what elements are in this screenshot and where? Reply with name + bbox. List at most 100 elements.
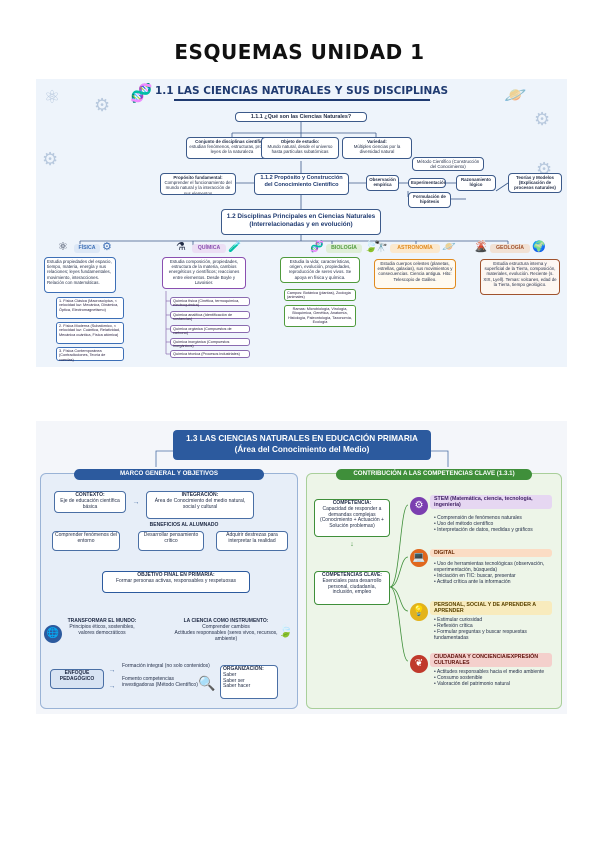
beneficios-label: BENEFICIOS AL ALUMNADO xyxy=(149,522,219,528)
beneficio-3: Adquirir destrezas para interpretar la r… xyxy=(216,531,288,551)
biologia-header: BIOLOGÍA xyxy=(326,244,362,253)
instrumento-block: LA CIENCIA COMO INSTRUMENTO: Comprender … xyxy=(172,618,280,643)
teorias-box: Teorías y Modelos (Explicación de proces… xyxy=(508,173,562,193)
organizacion-item-2: Saber ser xyxy=(223,677,245,684)
diagram2-title-line2: (Área del Conocimiento del Medio) xyxy=(234,444,370,454)
planet-icon: 🪐 xyxy=(504,85,527,105)
observacion-box: Observación empírica xyxy=(366,175,399,191)
marco-general-header: MARCO GENERAL Y OBJETIVOS xyxy=(74,469,264,480)
gear-icon: ⚙ xyxy=(42,149,59,169)
fisica-desc: Estudia propiedades del espacio, tiempo,… xyxy=(44,257,116,293)
list-item: Reflexión crítica xyxy=(434,623,558,629)
diagram2-title-line1: 1.3 LAS CIENCIAS NATURALES EN EDUCACIÓN … xyxy=(186,434,418,443)
proposito-text: Comprender el funcionamiento del mundo n… xyxy=(164,180,232,195)
list-item: Estimular curiosidad xyxy=(434,617,558,623)
leaf-icon: 🍃 xyxy=(278,624,293,638)
planet-icon: 🪐 xyxy=(442,241,456,253)
magnifier-icon: 🔍 xyxy=(198,675,216,691)
laptop-icon: 💻 xyxy=(410,549,428,567)
conjunto-label: Conjunto de disciplinas científicas: xyxy=(195,139,269,144)
list-item: Formular preguntas y buscar respuestas f… xyxy=(434,629,558,641)
objetivo-label: OBJETIVO FINAL EN PRIMARIA: xyxy=(137,572,215,578)
contexto-label: CONTEXTO: xyxy=(75,492,105,498)
arrow-down-icon: ↓ xyxy=(350,541,354,548)
organizacion-label: ORGANIZACIÓN: xyxy=(223,666,264,672)
quimica-sub-3: Química orgánica (Compuestos de carbono) xyxy=(170,325,250,335)
list-item: Interpretación de datos, medidas y gráfi… xyxy=(434,527,558,533)
competencia-label: COMPETENCIA: xyxy=(332,500,372,506)
astronomia-header: ASTRONOMÍA xyxy=(390,244,440,253)
quimica-sub-2: Química analítica (Identificación de sus… xyxy=(170,311,250,321)
proposito-construccion-box: 1.1.2 Propósito y Construcción del Conoc… xyxy=(254,173,349,195)
astronomia-desc: Estudia cuerpos celestes (planetas, estr… xyxy=(374,259,456,289)
geologia-desc: Estudia estructura interna y superficial… xyxy=(480,259,560,295)
digital-list: Uso de herramientas tecnológicas (observ… xyxy=(434,561,558,585)
stem-list: Comprensión de fenómenos naturales Uso d… xyxy=(434,515,558,533)
objeto-box: Objeto de estudio: Mundo natural, desde … xyxy=(261,137,339,159)
arrow-right-icon: → xyxy=(108,683,116,690)
enfoque-pedagogico-box: ENFOQUE PEDAGÓGICO xyxy=(50,669,104,689)
geologia-header: GEOLOGÍA xyxy=(490,244,530,253)
quimica-desc: Estudia composición, propiedades, estruc… xyxy=(162,257,246,289)
biologia-ramas: Ramas: Microbiología, Virología, Bioquím… xyxy=(284,305,356,327)
arrow-right-icon: → xyxy=(132,499,140,506)
quimica-sub-5: Química técnica (Procesos industriales) xyxy=(170,350,250,358)
conjunto-box: Conjunto de disciplinas científicas: est… xyxy=(186,137,278,159)
telescope-icon: 🔭 xyxy=(374,241,388,253)
proposito-box: Propósito fundamental: Comprender el fun… xyxy=(160,173,236,195)
test-tubes-icon: 🧪 xyxy=(228,241,242,253)
list-item: Consumo sostenible xyxy=(434,675,558,681)
quimica-sub-1: Química física (Cinética, termoquímica, … xyxy=(170,297,250,307)
question-box: 1.1.1 ¿Qué son las Ciencias Naturales? xyxy=(235,112,367,122)
fomento-text: Fomento competencias investigadoras (Mét… xyxy=(122,676,198,688)
diagram-ciencias-naturales: ⚛ ⚙ 🧬 🪐 ⚙ ⚙ ⚙ 1.1 LAS CIENCIAS NATURALES… xyxy=(36,79,567,367)
contexto-text: Eje de educación científica básica xyxy=(60,497,120,510)
transformar-label: TRANSFORMAR EL MUNDO: xyxy=(67,618,137,624)
organizacion-box: ORGANIZACIÓN: Saber Saber ser Saber hace… xyxy=(220,665,278,699)
personal-list: Estimular curiosidad Reflexión crítica F… xyxy=(434,617,558,641)
competencias-clave-box: COMPETENCIAS CLAVE: Esenciales para desa… xyxy=(314,571,390,605)
organizacion-item-3: Saber hacer xyxy=(223,683,251,690)
fisica-header: FÍSICA xyxy=(74,244,100,253)
metodo-cientifico-box: Método Científico (Construcción del Cono… xyxy=(412,157,484,171)
formulacion-box: Formulación de hipótesis xyxy=(408,192,451,208)
experimentacion-box: Experimentación xyxy=(408,178,446,188)
integracion-label: INTEGRACIÓN: xyxy=(181,492,219,498)
list-item: Iniciación en TIC: buscar, presentar xyxy=(434,573,558,579)
instrumento-text1: Comprender cambios xyxy=(202,623,250,630)
diagram-educacion-primaria: 1.3 LAS CIENCIAS NATURALES EN EDUCACIÓN … xyxy=(36,421,567,714)
razonamiento-box: Razonamiento lógico xyxy=(456,175,496,191)
biologia-desc: Estudia la vida; características, origen… xyxy=(280,257,360,283)
title-underline xyxy=(174,99,430,101)
leaf-icon: 🍃 xyxy=(364,241,378,253)
volcano-icon: 🌋 xyxy=(474,241,488,253)
list-item: Comprensión de fenómenos naturales xyxy=(434,515,558,521)
arrow-right-icon: → xyxy=(108,667,116,674)
objetivo-final-box: OBJETIVO FINAL EN PRIMARIA: Formar perso… xyxy=(102,571,250,593)
competencias-clave-text: Esenciales para desarrollo personal, ciu… xyxy=(322,577,382,596)
instrumento-text2: Actitudes responsables (seres vivos, rec… xyxy=(174,629,278,642)
hands-leaf-icon: ❦ xyxy=(410,655,428,673)
variedad-box: Variedad: Múltiples ciencias por la dive… xyxy=(342,137,412,159)
earth-icon: 🌍 xyxy=(532,241,546,253)
atom-icon: ⚛ xyxy=(44,87,61,107)
list-item: Actitud crítica ante la información xyxy=(434,579,558,585)
integracion-text: Área de Conocimiento del medio natural, … xyxy=(154,497,246,510)
beneficio-2: Desarrollar pensamiento crítico xyxy=(138,531,204,551)
transformar-text: Principios éticos, sostenibles, valores … xyxy=(69,623,135,636)
integracion-box: INTEGRACIÓN: Área de Conocimiento del me… xyxy=(146,491,254,519)
objetivo-text: Formar personas activas, responsables y … xyxy=(115,577,237,584)
gears-icon: ⚙ xyxy=(102,241,112,253)
personal-title: PERSONAL, SOCIAL Y DE APRENDER A APRENDE… xyxy=(430,601,552,615)
page-title: ESQUEMAS UNIDAD 1 xyxy=(174,40,425,64)
list-item: Actitudes responsables hacia el medio am… xyxy=(434,669,558,675)
connector-lines xyxy=(79,122,509,355)
diagram1-title: 1.1 LAS CIENCIAS NATURALES Y SUS DISCIPL… xyxy=(154,85,449,97)
instrumento-label: LA CIENCIA COMO INSTRUMENTO: xyxy=(183,618,269,624)
dna-icon: 🧬 xyxy=(130,83,153,103)
conjunto-text: estudian fenómenos, estructuras, proceso… xyxy=(189,144,275,155)
objeto-label: Objeto de estudio: xyxy=(280,139,320,144)
competencias-clave-label: COMPETENCIAS CLAVE: xyxy=(322,572,382,578)
competencia-text: Capacidad de responder a demandas comple… xyxy=(320,505,384,530)
competencia-box: COMPETENCIA: Capacidad de responder a de… xyxy=(314,499,390,537)
